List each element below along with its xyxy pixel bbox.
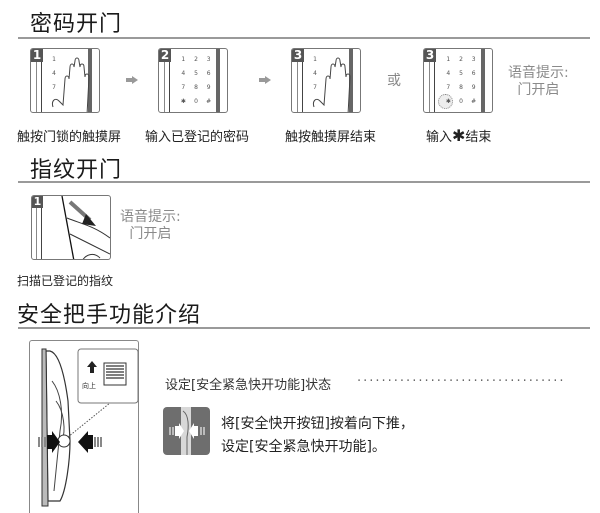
- keypad-key: 4: [181, 70, 186, 77]
- lock-edge: [36, 62, 42, 112]
- keypad-key: 0: [194, 98, 198, 105]
- voice-prompt-line2: 门开启: [129, 226, 172, 242]
- step-number-badge: 2: [159, 48, 171, 62]
- section-divider: [18, 181, 590, 183]
- step-caption: 输入已登记的密码: [145, 130, 250, 145]
- lock-edge: [216, 49, 220, 112]
- keypad-key: 1: [181, 56, 186, 63]
- keypad-key: ✱: [445, 98, 451, 105]
- voice-prompt: 语音提示: 门开启: [120, 209, 181, 243]
- lock-edge: [349, 49, 353, 112]
- door-handle-icon: [38, 348, 139, 507]
- lock-edge: [429, 62, 435, 112]
- step-number-badge: 3: [292, 48, 304, 62]
- keypad-key: 1: [446, 56, 451, 63]
- voice-prompt-line2: 门开启: [517, 82, 560, 98]
- keypad-key: 7: [181, 84, 186, 91]
- step-caption: 触按触摸屏结束: [285, 130, 377, 145]
- section-title-safety-handle: 安全把手功能介绍: [17, 303, 202, 328]
- section-title-password-unlock: 密码开门: [30, 12, 123, 37]
- keypad-key: 9: [471, 84, 476, 91]
- keypad-key: 2: [459, 56, 463, 63]
- keypad-key: 3: [471, 56, 476, 63]
- keypad-key: 4: [313, 70, 317, 77]
- keypad-key: 7: [446, 84, 451, 91]
- instruction-line2: 设定[安全紧急快开功能]。: [221, 439, 386, 455]
- keypad-key: 9: [206, 84, 211, 91]
- keypad-key: ✱: [180, 98, 186, 105]
- safety-button-push-icon: [163, 407, 210, 455]
- keypad-key: 5: [194, 70, 198, 77]
- lock-edge: [88, 49, 92, 112]
- step-caption: 扫描已登记的指纹: [17, 274, 114, 288]
- step-number-badge: 1: [31, 48, 43, 62]
- keypad-key: 7: [313, 84, 317, 91]
- caption-suffix: 结束: [465, 130, 492, 145]
- star-key-highlight: [438, 94, 453, 109]
- keypad: 1 2 3 4 5 6 7 8 9 ✱ 0 #: [177, 55, 215, 107]
- hand-icon: [313, 57, 351, 112]
- keypad-key: 6: [471, 70, 476, 77]
- keypad-key: 0: [459, 98, 463, 105]
- step-panel-fingerprint-scan: 1: [31, 195, 111, 260]
- step-panel-enter-password: 2 1 2 3 4 5 6 7 8 9 ✱ 0 #: [158, 48, 228, 113]
- keypad-key: 3: [206, 56, 211, 63]
- section-divider: [18, 327, 590, 329]
- safety-handle-illustration: 向上: [29, 340, 139, 513]
- keypad: 1 2 3 4 5 6 7 8 9 ✱ 0 #: [442, 55, 480, 107]
- keypad-key: 1: [52, 56, 56, 63]
- keypad-key: #: [471, 98, 477, 105]
- lock-edge: [297, 62, 303, 112]
- step-number-badge: 3: [424, 48, 436, 62]
- keypad-key: 6: [206, 70, 211, 77]
- step-panel-touch-screen: 1 1 4 7: [30, 48, 100, 113]
- voice-prompt-line1: 语音提示:: [508, 65, 569, 81]
- fingerprint-swipe-illustration: [61, 196, 110, 259]
- lock-edge: [36, 208, 42, 259]
- keypad-key: 8: [194, 84, 198, 91]
- section-title-fingerprint-unlock: 指纹开门: [30, 158, 123, 183]
- keypad-key: 7: [52, 84, 56, 91]
- step-caption: 触按门锁的触摸屏: [17, 130, 122, 145]
- caption-prefix: 输入: [426, 130, 453, 145]
- lock-edge: [481, 49, 485, 112]
- next-arrow-icon: [259, 76, 271, 84]
- keypad-key: 4: [446, 70, 451, 77]
- safety-status-label: 设定[安全紧急快开功能]状态: [165, 378, 332, 393]
- voice-prompt-line1: 语音提示:: [120, 209, 181, 225]
- keypad-key: 5: [459, 70, 463, 77]
- handle-press-icon: [169, 407, 205, 455]
- section-divider: [18, 37, 590, 39]
- keypad-key: #: [206, 98, 212, 105]
- hand-icon: [52, 57, 90, 112]
- safety-instruction: 将[安全快开按钮]按着向下推， 设定[安全紧急快开功能]。: [221, 413, 414, 459]
- leader-dots: ··································: [357, 374, 566, 389]
- inset-label-up: 向上: [82, 382, 96, 390]
- keypad-key: 8: [459, 84, 463, 91]
- step-number-badge: 1: [32, 195, 43, 208]
- star-icon: ✱: [452, 126, 466, 145]
- keypad-key: 4: [52, 70, 56, 77]
- instruction-line1: 将[安全快开按钮]按着向下推，: [221, 416, 414, 432]
- keypad-key: 1: [313, 56, 317, 63]
- step-panel-press-star: 3 1 2 3 4 5 6 7 8 9 ✱ 0 #: [423, 48, 493, 113]
- lock-edge: [164, 62, 170, 112]
- step-panel-touch-to-finish: 3 1 4 7: [291, 48, 361, 113]
- step-caption: 输入✱结束: [426, 126, 491, 145]
- keypad-key: 2: [194, 56, 198, 63]
- next-arrow-icon: [126, 76, 138, 84]
- or-label: 或: [387, 73, 401, 89]
- voice-prompt: 语音提示: 门开启: [508, 65, 569, 99]
